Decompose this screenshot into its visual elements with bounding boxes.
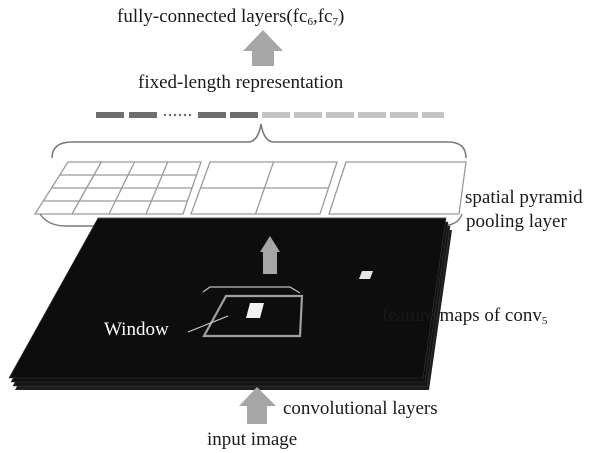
arrow-to-spp [260, 236, 280, 274]
fc-layers-label: fully-connected layers(fc6,fc7) [117, 7, 344, 28]
fc-sub-6: 6 [307, 16, 313, 28]
spp-label-line1: spatial pyramid [465, 187, 583, 208]
arrow-to-fc [243, 30, 283, 66]
fc-suffix: ) [337, 6, 345, 27]
activation-spot [359, 271, 373, 279]
fixed-length-vector [96, 112, 444, 118]
fixed-length-label: fixed-length representation [138, 72, 344, 93]
fc-mid: ,fc [312, 6, 333, 27]
pyramid-grid-2x2 [190, 161, 338, 215]
arrow-from-input [239, 387, 276, 424]
pyramid-grid-4x4 [33, 161, 202, 215]
concat-bracket [51, 123, 467, 159]
window-region [187, 286, 304, 338]
spp-label-line2: pooling layer [466, 211, 567, 232]
pyramid-grid-1x1 [328, 161, 467, 215]
fc-sub-7: 7 [332, 16, 338, 28]
conv-layers-label: convolutional layers [283, 398, 438, 419]
feature-map-stack [8, 217, 452, 390]
window-label: Window [104, 319, 169, 340]
feature-maps-prefix: feature maps of conv [382, 305, 542, 326]
input-image-label: input image [207, 429, 298, 450]
feature-maps-sub: 5 [541, 315, 548, 327]
feature-maps-label: feature maps of conv5 [382, 306, 547, 327]
fc-prefix: fully-connected layers(fc [117, 6, 308, 27]
